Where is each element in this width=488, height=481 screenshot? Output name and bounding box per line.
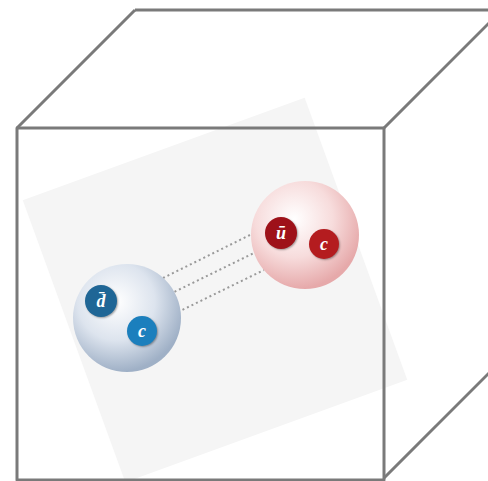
quark-circle: c	[127, 316, 157, 346]
quark-circle: c	[309, 229, 339, 259]
dotted-line	[163, 234, 252, 278]
quark-circle: ū	[265, 217, 297, 249]
meson-sphere	[73, 264, 181, 372]
quark-symbol: ū	[276, 224, 286, 242]
quark-symbol: d̄	[97, 292, 106, 310]
cube-edge	[135, 9, 488, 12]
cube-edge	[384, 22, 488, 128]
quark-circle: d̄	[85, 285, 117, 317]
quark-symbol: c	[138, 322, 146, 340]
backdrop	[23, 98, 408, 481]
dotted-line	[178, 270, 264, 312]
cube-edge	[17, 10, 135, 128]
cube-front-face	[17, 128, 384, 480]
binding-lines	[163, 234, 264, 312]
meson-sphere	[251, 181, 359, 289]
cube-outline	[17, 10, 488, 480]
dotted-line	[170, 252, 256, 294]
quark-symbol: c	[320, 235, 328, 253]
cube-edge	[384, 372, 488, 478]
